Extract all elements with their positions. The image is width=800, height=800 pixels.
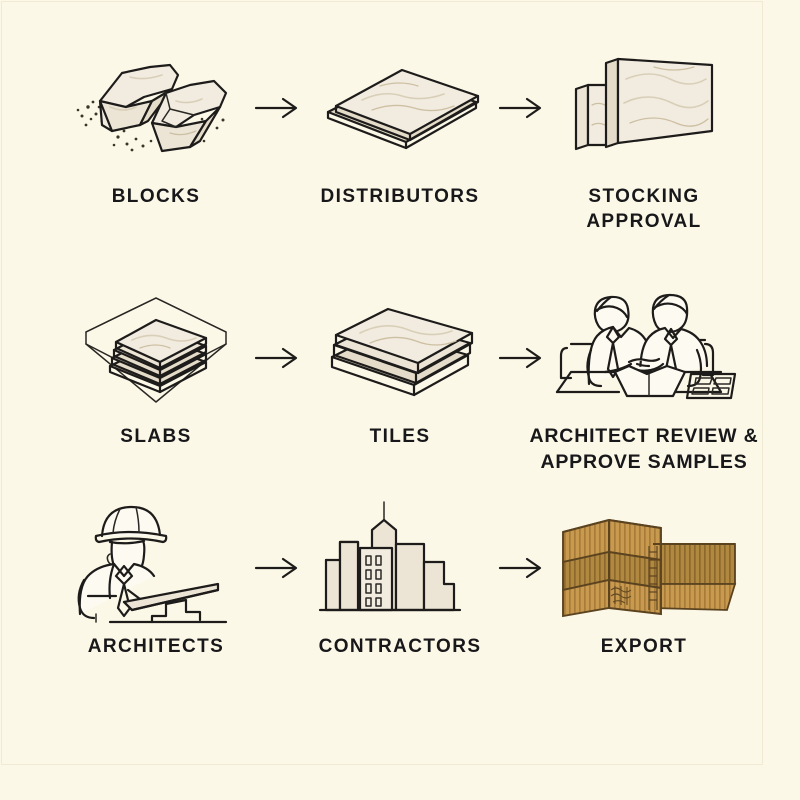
step-architect-review[interactable]: ARCHITECT REVIEW & APPROVE SAMPLES: [498, 290, 766, 500]
step-slabs[interactable]: SLABS: [34, 290, 278, 500]
city-skyline-icon: [278, 500, 522, 620]
arrow-right-icon: [496, 345, 548, 371]
stone-blocks-icon: [34, 40, 278, 170]
slab-stack-hexagon-icon: [34, 290, 278, 410]
arrow-right-icon: [496, 95, 548, 121]
step-label: BLOCKS: [111, 186, 201, 207]
step-label: CONTRACTORS: [318, 636, 482, 657]
step-contractors[interactable]: CONTRACTORS: [254, 500, 522, 710]
shipping-containers-icon: [522, 500, 766, 620]
arrow-right-icon: [252, 345, 304, 371]
step-label: EXPORT: [600, 636, 688, 657]
step-label: SLABS: [120, 426, 192, 447]
standing-slabs-icon: [522, 40, 766, 170]
architect-drafting-icon: [34, 500, 278, 624]
step-export[interactable]: EXPORT: [498, 500, 766, 710]
step-label: STOCKING APPROVAL: [586, 186, 702, 233]
step-architects[interactable]: ARCHITECTS: [34, 500, 278, 710]
step-label: ARCHITECTS: [87, 636, 225, 657]
arrow-right-icon: [496, 555, 548, 581]
arrow-right-icon: [252, 555, 304, 581]
handshake-meeting-icon: [522, 290, 766, 410]
stone-slab-single-icon: [278, 40, 522, 170]
step-tiles[interactable]: TILES: [254, 290, 522, 500]
step-label: DISTRIBUTORS: [320, 186, 480, 207]
step-stocking-approval[interactable]: STOCKING APPROVAL: [498, 40, 766, 290]
step-blocks[interactable]: BLOCKS: [34, 40, 278, 290]
step-label: ARCHITECT REVIEW & APPROVE SAMPLES: [529, 425, 759, 473]
tile-stack-icon: [278, 290, 522, 410]
step-label: TILES: [369, 426, 431, 447]
arrow-right-icon: [252, 95, 304, 121]
step-distributors[interactable]: DISTRIBUTORS: [254, 40, 522, 290]
